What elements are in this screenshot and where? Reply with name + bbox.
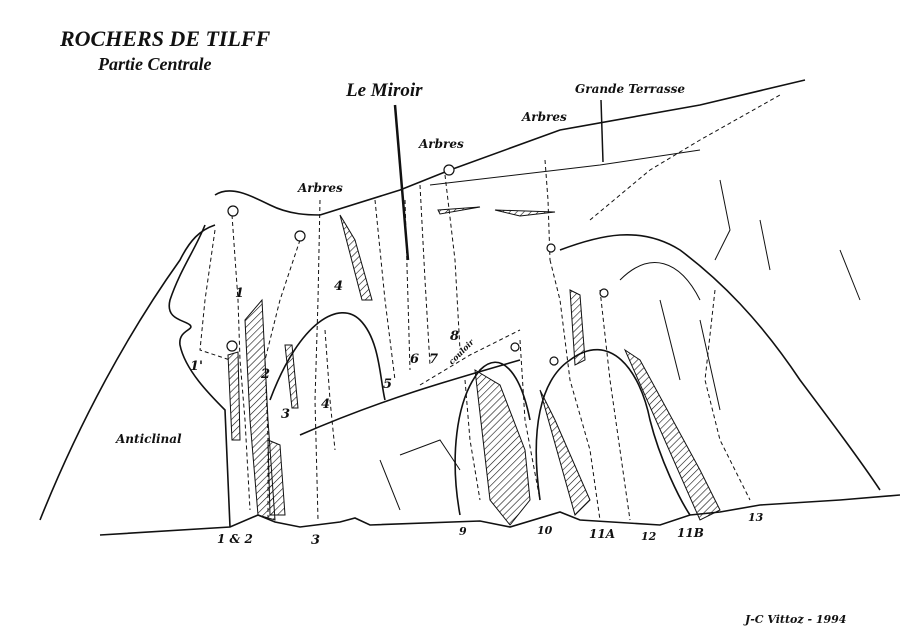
belay-stations bbox=[226, 164, 609, 366]
route-label: 1' bbox=[190, 359, 203, 374]
route-label: 1 & 2 bbox=[217, 532, 253, 546]
route-label: 2 bbox=[260, 367, 270, 382]
route-label: 4 bbox=[321, 397, 330, 412]
label-arbres: Arbres bbox=[418, 137, 464, 151]
route-label: 13 bbox=[748, 511, 764, 524]
route-label: 4 bbox=[334, 279, 343, 294]
route-label: 12 bbox=[641, 530, 657, 543]
route-label: 9 bbox=[459, 525, 467, 538]
overhang bbox=[623, 348, 721, 521]
overhang bbox=[267, 439, 286, 516]
ground-line bbox=[99, 494, 900, 536]
route-label: 1 bbox=[235, 286, 244, 301]
route-label: 3 bbox=[281, 407, 290, 422]
plateau-edge bbox=[319, 79, 806, 216]
overhang bbox=[539, 389, 591, 516]
overhang bbox=[494, 209, 556, 217]
buttress-right bbox=[535, 348, 691, 516]
cracks bbox=[379, 179, 861, 511]
label-anticlinal: Anticlinal bbox=[115, 432, 182, 446]
miroir-pointer bbox=[393, 104, 410, 261]
route-label: 10 bbox=[537, 524, 553, 537]
overhang bbox=[437, 206, 481, 215]
label-arbres: Arbres bbox=[521, 110, 567, 124]
wall-route-labels: 1 1' 2 3 4 4 5 6 7 8 bbox=[190, 279, 459, 422]
overhang bbox=[569, 289, 586, 366]
label-arbres: Arbres bbox=[297, 181, 343, 195]
overhang bbox=[339, 214, 373, 301]
left-slope bbox=[39, 224, 216, 521]
overhang bbox=[474, 369, 531, 526]
credit: J-C Vittoz - 1994 bbox=[743, 613, 846, 626]
crag-outline bbox=[168, 190, 321, 528]
route-label: 3 bbox=[311, 533, 320, 548]
ledge-center bbox=[299, 359, 521, 436]
route-label: 7 bbox=[429, 352, 438, 367]
overhang bbox=[227, 351, 241, 441]
route-label: 11B bbox=[677, 526, 704, 540]
buttress-mid bbox=[454, 361, 531, 516]
route-label: 8 bbox=[450, 329, 459, 344]
routes bbox=[199, 94, 781, 521]
terrace-line bbox=[429, 149, 701, 186]
route-label: 5 bbox=[383, 377, 392, 392]
subtitle: Partie Centrale bbox=[97, 54, 212, 74]
rock-mass-center bbox=[269, 311, 386, 401]
terrasse-pointer bbox=[600, 99, 604, 163]
title: ROCHERS DE TILFF bbox=[59, 26, 271, 51]
overhang bbox=[284, 344, 299, 409]
overhang bbox=[244, 298, 276, 521]
route-label: 6 bbox=[410, 352, 419, 367]
base-route-labels: 1 & 2 3 9 10 11A 12 11B 13 bbox=[217, 511, 764, 548]
label-le-miroir: Le Miroir bbox=[345, 80, 423, 101]
right-ridge bbox=[559, 234, 881, 491]
label-grande-terrasse: Grande Terrasse bbox=[575, 82, 685, 96]
route-label: 11A bbox=[589, 527, 615, 541]
